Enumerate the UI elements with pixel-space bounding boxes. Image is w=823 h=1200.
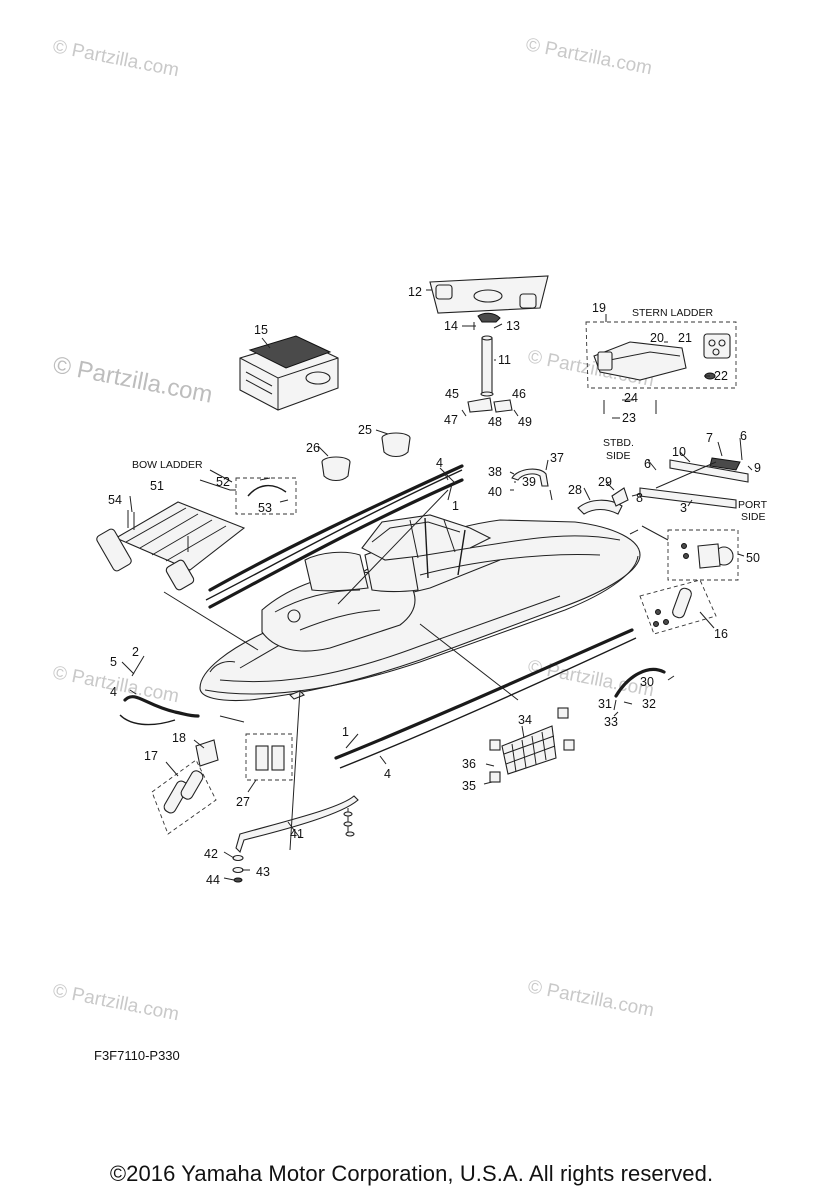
callout-47: 47	[444, 413, 458, 427]
callout-10: 10	[672, 445, 686, 459]
callout-42: 42	[204, 847, 218, 861]
callout-43: 43	[256, 865, 270, 879]
part-16-cleat	[639, 579, 717, 635]
callout-46: 46	[512, 387, 526, 401]
watermark: © Partzilla.com	[524, 34, 654, 79]
callout-19: 19	[592, 301, 606, 315]
part-37-40-handle	[511, 468, 553, 501]
callout-35: 35	[462, 779, 476, 793]
callout-37: 37	[550, 451, 564, 465]
callout-12: 12	[408, 285, 422, 299]
callout-18: 18	[172, 731, 186, 745]
callout-51: 51	[150, 479, 164, 493]
part-15-cooler	[239, 335, 339, 411]
port-side-label-2: SIDE	[741, 511, 766, 523]
callout-52: 52	[216, 475, 230, 489]
callout-44: 44	[206, 873, 220, 887]
callout-1-top: 1	[452, 499, 459, 513]
part-11-pole	[480, 335, 494, 397]
callout-25: 25	[358, 423, 372, 437]
stern-ladder-label: STERN LADDER	[632, 307, 714, 319]
copyright-notice: ©2016 Yamaha Motor Corporation, U.S.A. A…	[109, 1161, 714, 1186]
part-17-18-bow-cleat	[151, 739, 219, 835]
callout-38: 38	[488, 465, 502, 479]
callout-39: 39	[522, 475, 536, 489]
callout-14: 14	[444, 319, 458, 333]
callout-33: 33	[604, 715, 618, 729]
callout-30: 30	[640, 675, 654, 689]
callout-6-a: 6	[740, 429, 747, 443]
callout-36: 36	[462, 757, 476, 771]
callout-21: 21	[678, 331, 692, 345]
callout-23: 23	[622, 411, 636, 425]
part-34-cargo-net	[489, 707, 575, 783]
watermark: © Partzilla.com	[51, 36, 181, 81]
callout-6-b: 6	[644, 457, 651, 471]
callout-9: 9	[754, 461, 761, 475]
rub-rail-strips	[119, 464, 637, 769]
part-12-bimini-panel	[429, 275, 549, 314]
callout-2: 2	[132, 645, 139, 659]
part-3-8-10-stern-bar	[639, 457, 749, 509]
callout-34: 34	[518, 713, 532, 727]
callout-31: 31	[598, 697, 612, 711]
callout-4-top: 4	[436, 456, 443, 470]
watermark: © Partzilla.com	[51, 351, 215, 408]
callout-50: 50	[746, 551, 760, 565]
bow-ladder-group	[96, 477, 297, 591]
callout-16: 16	[714, 627, 728, 641]
callout-40: 40	[488, 485, 502, 499]
watermark: © Partzilla.com	[526, 976, 656, 1021]
callout-29: 29	[598, 475, 612, 489]
boat-hull	[199, 514, 641, 702]
callout-54: 54	[108, 493, 122, 507]
callout-5: 5	[110, 655, 117, 669]
callout-24: 24	[624, 391, 638, 405]
watermark: © Partzilla.com	[51, 980, 181, 1025]
callout-20: 20	[650, 331, 664, 345]
callout-15: 15	[254, 323, 268, 337]
stern-ladder-group	[585, 321, 737, 414]
callout-49: 49	[518, 415, 532, 429]
callout-4-left: 4	[110, 685, 117, 699]
part-30-trim	[613, 667, 666, 711]
group-labels: STERN LADDER BOW LADDER STBD. SIDE PORT …	[132, 307, 768, 523]
callout-4-bottom: 4	[384, 767, 391, 781]
callout-17: 17	[144, 749, 158, 763]
callout-7: 7	[706, 431, 713, 445]
callout-8: 8	[636, 491, 643, 505]
callout-numbers: 12 14 13 11 45 46 47 48 49 15 19 20 21 2…	[108, 285, 761, 887]
leader-lines	[121, 289, 753, 881]
part-45-46-brackets	[461, 397, 519, 417]
callout-27: 27	[236, 795, 250, 809]
callout-22: 22	[714, 369, 728, 383]
port-side-label-1: PORT	[738, 499, 768, 511]
callout-11: 11	[498, 353, 511, 367]
figure-code: F3F7110-P330	[94, 1048, 180, 1063]
bow-ladder-label: BOW LADDER	[132, 459, 203, 471]
callout-13: 13	[506, 319, 520, 333]
callout-45: 45	[445, 387, 459, 401]
callout-48: 48	[488, 415, 502, 429]
stbd-side-label-2: SIDE	[606, 450, 631, 462]
callout-41: 41	[290, 827, 304, 841]
callout-3: 3	[680, 501, 687, 515]
callout-1-bottom: 1	[342, 725, 349, 739]
part-50-fuel-fill	[667, 529, 739, 581]
stbd-side-label-1: STBD.	[603, 437, 634, 449]
part-27-storage	[245, 733, 293, 781]
callout-26: 26	[306, 441, 320, 455]
part-28-29-stern-trim	[577, 487, 629, 515]
callout-28: 28	[568, 483, 582, 497]
callout-53: 53	[258, 501, 272, 515]
callout-32: 32	[642, 697, 656, 711]
part-25-26-cup-holders	[321, 432, 411, 482]
